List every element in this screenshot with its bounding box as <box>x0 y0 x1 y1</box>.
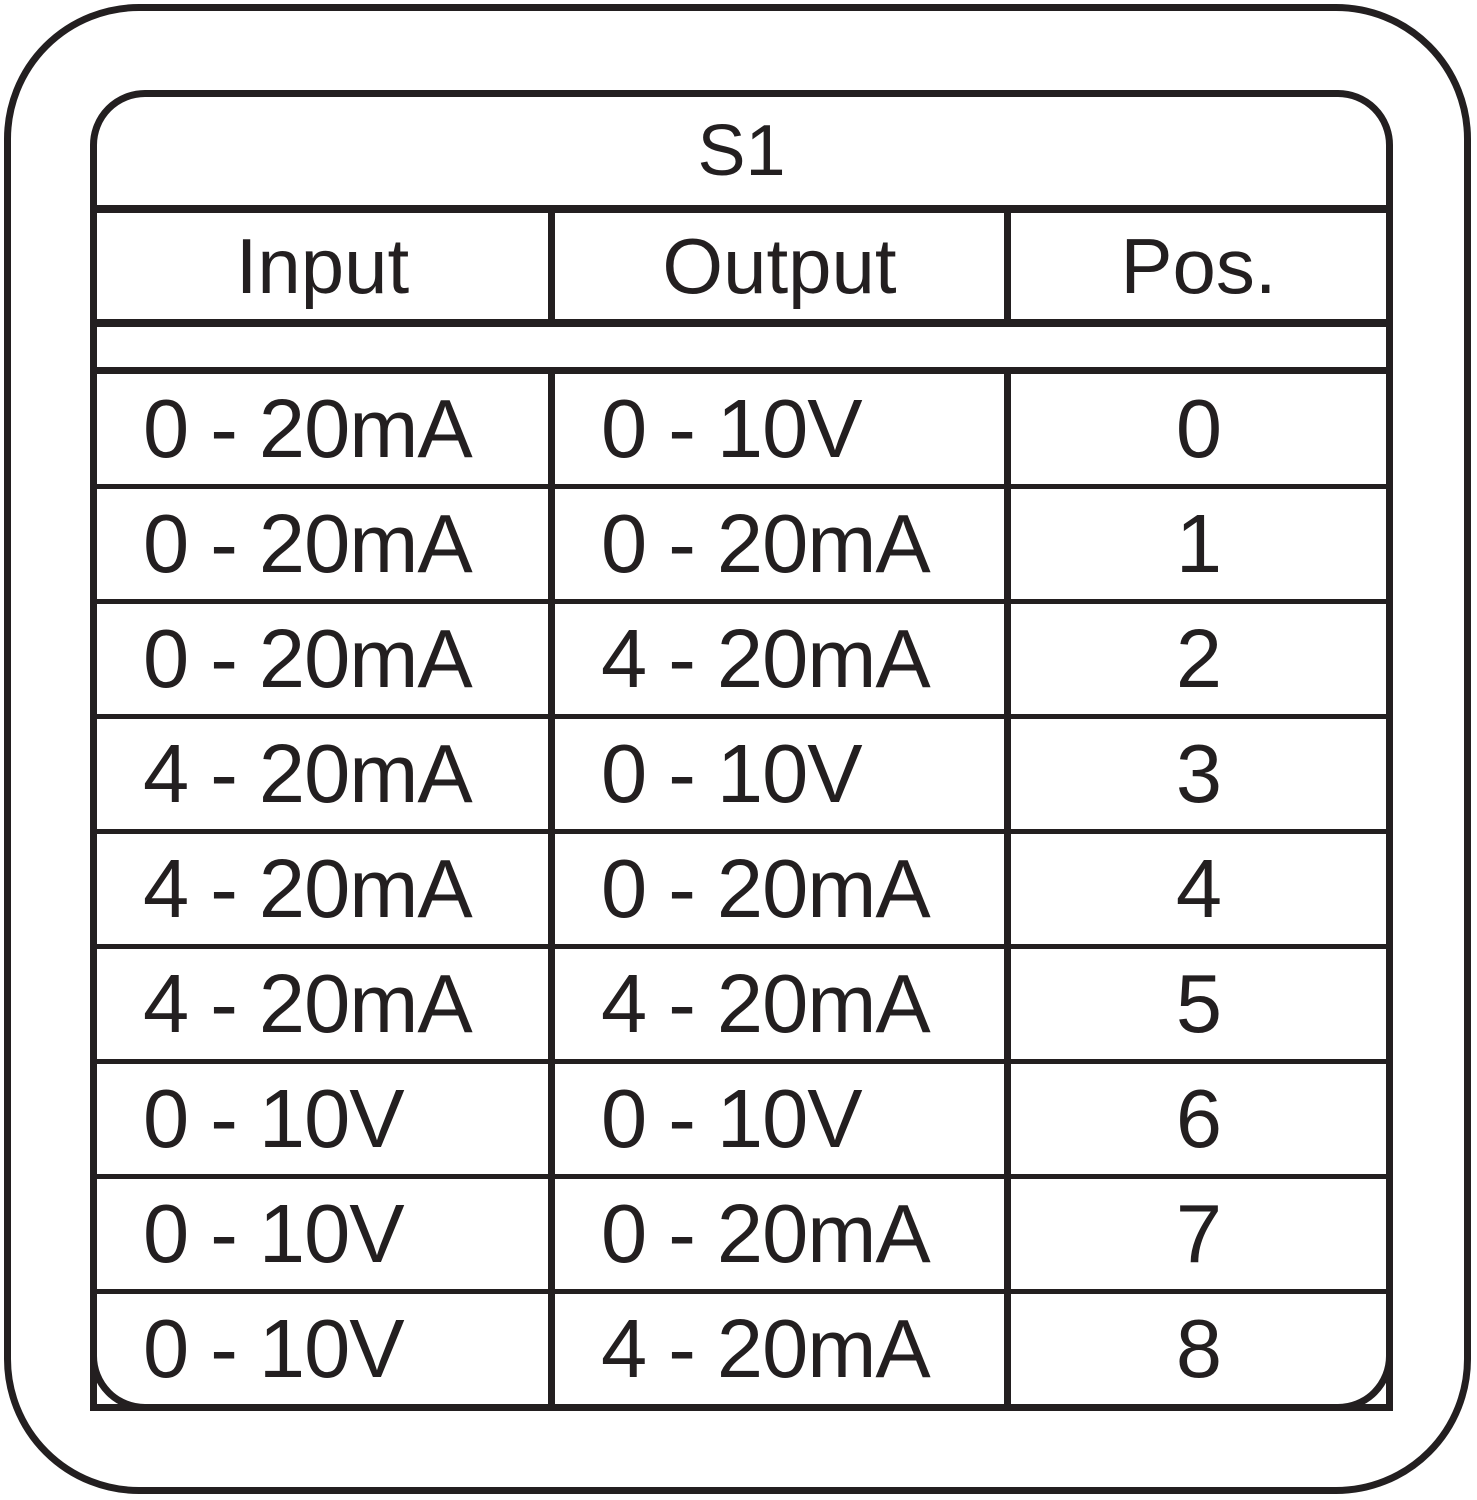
column-header-output: Output <box>555 213 1011 319</box>
s1-table-card: S1 Input Output Pos. 0 - 20mA 0 - 10V 0 … <box>90 90 1393 1411</box>
cell-input: 0 - 20mA <box>97 604 555 714</box>
cell-input: 4 - 20mA <box>97 949 555 1059</box>
outer-rounded-frame <box>4 4 1471 1494</box>
cell-output: 0 - 10V <box>555 1064 1011 1174</box>
table-header-row: Input Output Pos. <box>97 213 1386 327</box>
cell-pos: 7 <box>1175 1187 1222 1280</box>
cell-output: 4 - 20mA <box>555 1294 1011 1404</box>
data-table: 0 - 20mA 0 - 10V 0 0 - 20mA 0 - 20mA 1 0… <box>90 367 1393 1411</box>
table-row: 0 - 10V 4 - 20mA 8 <box>97 1289 1386 1404</box>
cell-output: 0 - 20mA <box>555 489 1011 599</box>
table-row: 0 - 20mA 0 - 20mA 1 <box>97 484 1386 599</box>
cell-input: 0 - 10V <box>97 1064 555 1174</box>
cell-output: 4 - 20mA <box>555 604 1011 714</box>
cell-pos: 3 <box>1175 727 1222 820</box>
table-row: 0 - 20mA 0 - 10V 0 <box>97 374 1386 484</box>
cell-input: 0 - 20mA <box>97 374 555 484</box>
cell-pos: 2 <box>1175 612 1222 705</box>
cell-pos: 1 <box>1175 497 1222 590</box>
cell-pos: 5 <box>1175 957 1222 1050</box>
table-row: 0 - 10V 0 - 20mA 7 <box>97 1174 1386 1289</box>
cell-output: 0 - 10V <box>555 374 1011 484</box>
cell-input: 4 - 20mA <box>97 719 555 829</box>
table-row: 0 - 20mA 4 - 20mA 2 <box>97 599 1386 714</box>
cell-output: 0 - 20mA <box>555 834 1011 944</box>
cell-pos: 4 <box>1175 842 1222 935</box>
cell-input: 0 - 20mA <box>97 489 555 599</box>
cell-output: 4 - 20mA <box>555 949 1011 1059</box>
table-row: 4 - 20mA 0 - 20mA 4 <box>97 829 1386 944</box>
column-header-pos: Pos. <box>1120 221 1277 310</box>
cell-input: 0 - 10V <box>97 1294 555 1404</box>
table-row: 4 - 20mA 0 - 10V 3 <box>97 714 1386 829</box>
cell-output: 0 - 10V <box>555 719 1011 829</box>
cell-pos: 0 <box>1175 382 1222 475</box>
column-header-input: Input <box>97 213 555 319</box>
cell-pos: 6 <box>1175 1072 1222 1165</box>
table-row: 4 - 20mA 4 - 20mA 5 <box>97 944 1386 1059</box>
table-row: 0 - 10V 0 - 10V 6 <box>97 1059 1386 1174</box>
cell-pos: 8 <box>1175 1302 1222 1395</box>
cell-input: 4 - 20mA <box>97 834 555 944</box>
table-title: S1 <box>97 97 1386 213</box>
cell-output: 0 - 20mA <box>555 1179 1011 1289</box>
cell-input: 0 - 10V <box>97 1179 555 1289</box>
